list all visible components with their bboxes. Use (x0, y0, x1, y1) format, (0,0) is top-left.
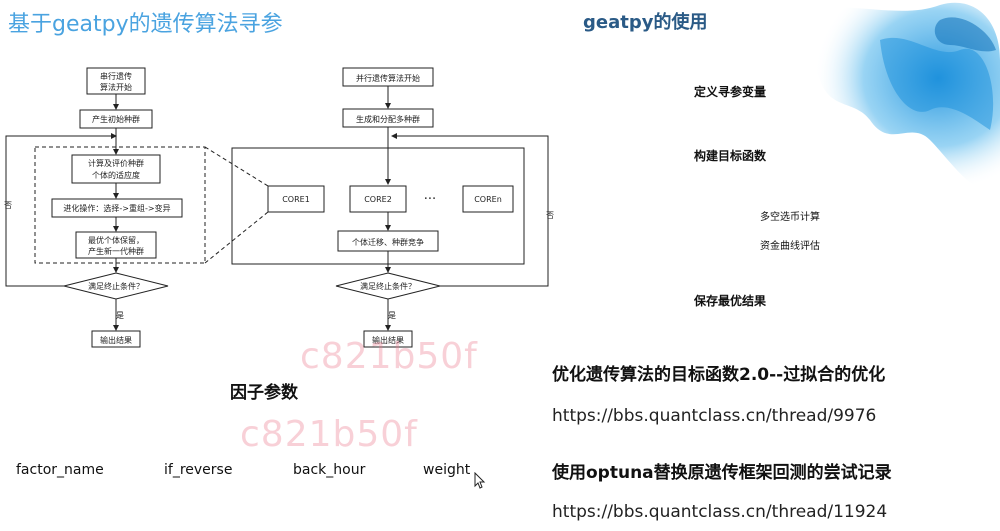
right-end-text: 输出结果 (372, 335, 404, 345)
usage-sub-2: 资金曲线评估 (760, 241, 820, 252)
core1-box (267, 185, 325, 213)
right-parallel-group (231, 147, 525, 265)
factor-params-title: 因子参数 (230, 383, 298, 403)
core2-text: CORE2 (364, 195, 392, 204)
left-cond-text: 满足终止条件？ (88, 281, 144, 291)
mouse-cursor-icon (474, 472, 486, 489)
left-dashed-group (34, 146, 206, 264)
right-yes-text: 是 (388, 311, 396, 320)
left-start-box (86, 67, 146, 95)
usage-step-1: 定义寻参变量 (694, 85, 767, 99)
col-weight: weight (423, 462, 471, 478)
link-title-1: 优化遗传算法的目标函数2.0--过拟合的优化 (552, 365, 886, 385)
flowchart-diagrams: 串行遗传 算法开始 产生初始种群 计算及评价种群 个体的适应度 进化操作：选择-… (4, 67, 554, 348)
left-keep-box (75, 231, 157, 259)
left-eval-text-1: 计算及评价种群 (88, 158, 144, 168)
left-end-text: 输出结果 (100, 335, 132, 345)
col-back-hour: back_hour (293, 462, 366, 478)
left-keep-text-1: 最优个体保留， (88, 235, 144, 245)
right-gen-text: 生成和分配多种群 (356, 114, 420, 124)
link-title-2: 使用optuna替换原遗传框架回测的尝试记录 (552, 463, 892, 483)
left-init-text: 产生初始种群 (92, 114, 140, 124)
watermark-1: c821b50f (300, 336, 478, 377)
slide-title: 基于geatpy的遗传算法寻参 (8, 12, 283, 37)
geatpy-usage-title: geatpy的使用 (583, 12, 708, 33)
left-end-box (91, 330, 141, 348)
right-cond-text: 满足终止条件？ (360, 281, 416, 291)
right-no-text: 否 (546, 211, 554, 220)
left-yes-text: 是 (116, 311, 124, 320)
blue-splash-decoration (793, 2, 1000, 192)
watermark-2: c821b50f (240, 414, 418, 455)
col-if-reverse: if_reverse (164, 462, 233, 478)
left-eval-text-2: 个体的适应度 (92, 170, 140, 180)
left-evolve-box (51, 198, 183, 218)
left-start-text-2: 算法开始 (100, 82, 132, 92)
usage-step-3: 保存最优结果 (694, 294, 767, 308)
col-factor-name: factor_name (16, 462, 104, 478)
left-start-text-1: 串行遗传 (100, 71, 132, 81)
link-url-1[interactable]: https://bbs.quantclass.cn/thread/9976 (552, 406, 877, 426)
right-end-box (363, 330, 413, 348)
left-no-text: 否 (4, 201, 12, 210)
left-evolve-text: 进化操作：选择->重组->变异 (63, 203, 170, 213)
core1-text: CORE1 (282, 195, 310, 204)
coren-text: COREn (474, 195, 502, 204)
right-migrate-text: 个体迁移、种群竞争 (352, 237, 424, 247)
usage-sub-1: 多空选币计算 (760, 212, 820, 223)
core2-box (349, 185, 407, 213)
core-dots-text: ··· (424, 192, 436, 207)
link-url-2[interactable]: https://bbs.quantclass.cn/thread/11924 (552, 502, 888, 522)
left-keep-text-2: 产生新一代种群 (88, 246, 144, 256)
left-eval-box (71, 154, 161, 184)
right-start-text: 并行遗传算法开始 (356, 73, 420, 83)
usage-step-2: 构建目标函数 (694, 149, 767, 163)
coren-box (462, 185, 514, 213)
